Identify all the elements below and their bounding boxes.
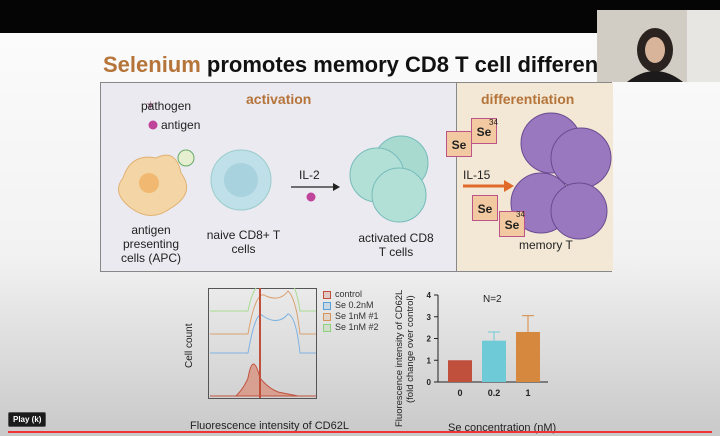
progress-bar[interactable]: [8, 431, 712, 433]
y-tick-label: 0: [427, 378, 432, 387]
diagram-art: ✶: [118, 98, 612, 240]
y-axis-label: Fluorescence intensity of CD62L: [394, 290, 405, 427]
chart-title: N=2: [483, 294, 502, 305]
naive-label: naive CD8+ T cells: [206, 228, 281, 256]
legend-label: Se 1nM #1: [335, 311, 379, 321]
histogram-ylabel: Cell count: [184, 323, 195, 368]
legend-item: Se 0.2nM: [323, 300, 379, 311]
legend-label: Se 1nM #2: [335, 322, 379, 332]
activation-heading: activation: [246, 91, 312, 107]
histogram-xlabel: Fluorescence intensity of CD62L: [190, 420, 349, 432]
differentiation-heading: differentiation: [481, 91, 575, 107]
legend-item: Se 1nM #2: [323, 322, 379, 333]
x-tick-label: 0: [457, 388, 462, 398]
svg-text:✶: ✶: [145, 98, 156, 113]
legend-label: control: [335, 289, 363, 299]
legend-label: Se 0.2nM: [335, 300, 374, 310]
y-tick-label: 4: [427, 291, 432, 300]
apc-label: antigen presenting cells (APC): [120, 223, 181, 265]
bar: [448, 360, 472, 382]
memory-label: memory T: [519, 238, 573, 252]
bar: [516, 331, 540, 382]
bar: [482, 340, 506, 382]
legend-item: Se 1nM #1: [323, 311, 379, 322]
legend-swatch: [323, 290, 331, 299]
y-tick-label: 2: [427, 335, 432, 344]
legend-item: control: [323, 289, 379, 300]
mechanism-diagram: activation differentiation ✶ pathogen an…: [100, 82, 613, 272]
y-axis-label: (fold change over control): [405, 295, 416, 403]
x-tick-label: 1: [525, 388, 530, 398]
y-tick-label: 1: [427, 356, 432, 365]
play-tooltip: Play (k): [8, 412, 47, 427]
activated-label: activated CD8 T cells: [358, 231, 434, 259]
legend-swatch: [323, 312, 331, 321]
webcam-overlay: [597, 10, 720, 82]
legend-swatch: [323, 323, 331, 332]
y-tick-label: 3: [427, 313, 432, 322]
legend-swatch: [323, 301, 331, 310]
flow-histogram: [208, 288, 317, 399]
slide-title: Selenium promotes memory CD8 T cell diff…: [103, 52, 624, 77]
x-tick-label: 0.2: [488, 388, 501, 398]
